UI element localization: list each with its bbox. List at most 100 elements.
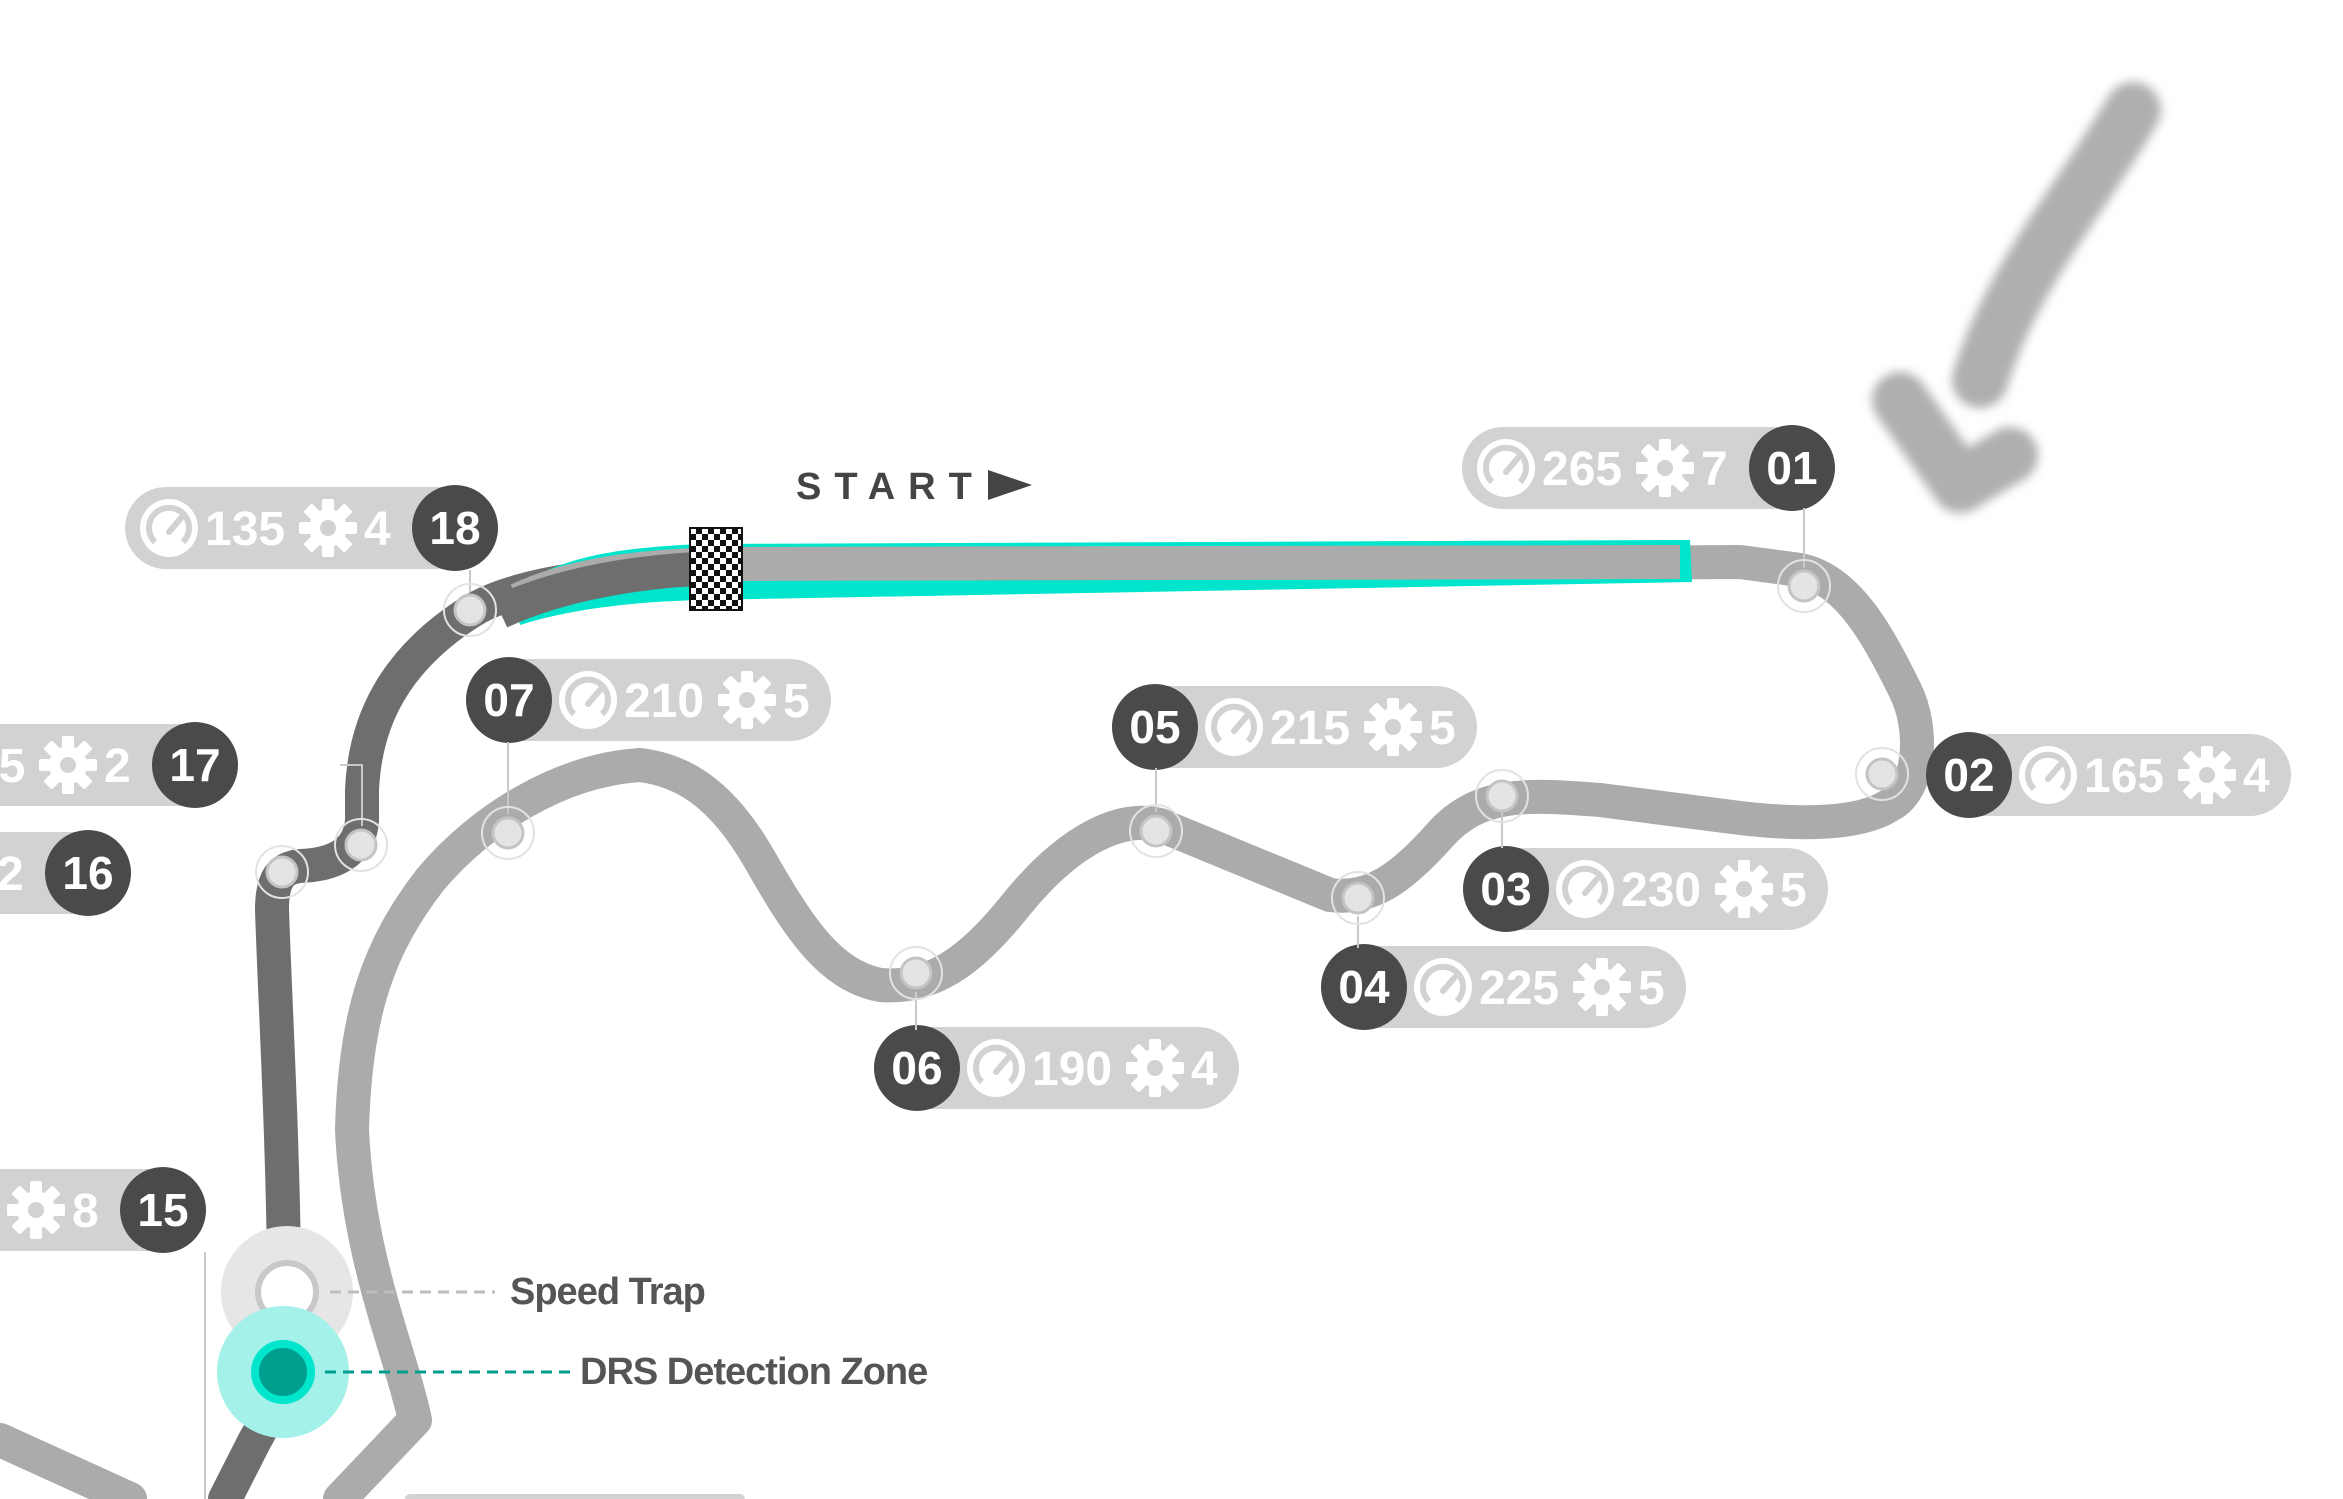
corner-leader-line [340, 764, 363, 826]
corner-chip-06[interactable]: 06 190 4 [874, 1025, 1239, 1111]
gear-icon [1636, 439, 1694, 497]
speedometer-icon [1556, 860, 1614, 918]
chip-background [1926, 734, 2291, 816]
corner-chip-03[interactable]: 03 230 5 [1463, 846, 1828, 932]
corner-marker-ring [1855, 747, 1909, 801]
speedometer-icon [2019, 746, 2077, 804]
corner-marker[interactable] [1865, 757, 1899, 791]
gear-icon [1573, 958, 1631, 1016]
chip-background [874, 1027, 1239, 1109]
gear-icon [39, 736, 97, 794]
corner-number: 16 [62, 847, 113, 899]
corner-marker[interactable] [491, 816, 525, 850]
corner-number: 06 [891, 1042, 942, 1094]
chip-background [1321, 946, 1686, 1028]
speedometer-icon [1414, 958, 1472, 1016]
corner-speed: 95 [0, 740, 25, 793]
corner-chip-18[interactable]: 18 135 4 [125, 485, 498, 571]
track-exit-stub [0, 1423, 147, 1499]
chip-cutoff-remnant [405, 1494, 745, 1499]
corner-marker[interactable] [1485, 779, 1519, 813]
corner-number-badge [466, 657, 552, 743]
corner-speed: 230 [1621, 864, 1701, 917]
corner-marker[interactable] [1787, 569, 1821, 603]
corner-number: 18 [429, 502, 480, 554]
corner-marker-ring [481, 806, 535, 860]
corner-marker-ring [443, 583, 497, 637]
corner-chip-17[interactable]: 17 95 2 [0, 722, 238, 808]
gear-icon [7, 1181, 65, 1239]
corner-marker-ring [1777, 559, 1831, 613]
corner-number: 17 [169, 739, 220, 791]
corner-speed: 265 [1542, 443, 1622, 496]
corner-gear: 4 [1191, 1043, 1218, 1096]
corner-marker[interactable] [899, 956, 933, 990]
gear-icon [1364, 698, 1422, 756]
start-finish-flag [689, 527, 743, 611]
corner-speed: 210 [624, 675, 704, 728]
corner-number: 04 [1338, 961, 1390, 1013]
corner-speed: 190 [1032, 1043, 1112, 1096]
corner-number-badge [120, 1167, 206, 1253]
corner-gear: 5 [783, 675, 810, 728]
corner-number: 02 [1943, 749, 1994, 801]
corner-speed: 165 [2084, 750, 2164, 803]
hand-drawn-arrow [1872, 82, 2161, 513]
corner-gear: 4 [364, 503, 391, 556]
corner-speed: 225 [1479, 962, 1559, 1015]
corner-number-badge [412, 485, 498, 571]
corner-number-badge [1926, 732, 2012, 818]
corner-number: 03 [1480, 863, 1531, 915]
chip-background [1463, 848, 1828, 930]
corner-chip-02[interactable]: 02 165 4 [1926, 732, 2291, 818]
corner-chip-05[interactable]: 05 215 5 [1112, 684, 1477, 770]
corner-chip-07[interactable]: 07 210 5 [466, 657, 831, 743]
corner-number-badge [152, 722, 238, 808]
corner-speed: 215 [1270, 702, 1350, 755]
corner-marker-ring [1331, 871, 1385, 925]
corner-speed: 135 [205, 503, 285, 556]
start-arrow-icon [988, 470, 1032, 500]
corner-gear: 7 [1701, 443, 1728, 496]
corner-marker[interactable] [344, 828, 378, 862]
corner-number-badge [1321, 944, 1407, 1030]
corner-number-badge [874, 1025, 960, 1111]
corner-marker-ring [889, 946, 943, 1000]
corner-marker[interactable] [265, 855, 299, 889]
corner-marker-ring [334, 818, 388, 872]
corner-number: 05 [1129, 701, 1180, 753]
speed-trap-label: Speed Trap [510, 1271, 705, 1313]
speedometer-icon [559, 671, 617, 729]
corner-gear: 5 [1780, 864, 1807, 917]
corner-number: 01 [1766, 442, 1817, 494]
speedometer-icon [1205, 698, 1263, 756]
gear-icon [1715, 860, 1773, 918]
corner-gear: 5 [1638, 962, 1665, 1015]
corner-number-badge [1112, 684, 1198, 770]
corner-gear: 5 [1429, 702, 1456, 755]
corner-marker[interactable] [453, 593, 487, 627]
drs-detection-label: DRS Detection Zone [580, 1351, 927, 1393]
corner-chip-01[interactable]: 01 265 7 [1462, 425, 1835, 511]
corner-number-badge [45, 830, 131, 916]
corner-chip-04[interactable]: 04 225 5 [1321, 944, 1686, 1030]
corner-number: 15 [137, 1184, 188, 1236]
chip-background [1112, 686, 1477, 768]
corner-marker-ring [1475, 769, 1529, 823]
corner-number-badge [1463, 846, 1549, 932]
corner-gear: 2 [104, 740, 131, 793]
corner-marker-ring [255, 845, 309, 899]
corner-marker-ring [1129, 804, 1183, 858]
corner-gear: 2 [0, 848, 24, 901]
corner-number: 07 [483, 674, 534, 726]
corner-chip-15[interactable]: 15008 [0, 1167, 206, 1253]
corner-marker[interactable] [1341, 881, 1375, 915]
corner-marker[interactable] [1139, 814, 1173, 848]
drs-detection-marker [251, 1340, 315, 1404]
corner-gear: 8 [72, 1185, 99, 1238]
corner-chip-16[interactable]: 1652 [0, 830, 131, 916]
corner-gear: 4 [2243, 750, 2270, 803]
corner-number-badge [1749, 425, 1835, 511]
gear-icon [1126, 1039, 1184, 1097]
